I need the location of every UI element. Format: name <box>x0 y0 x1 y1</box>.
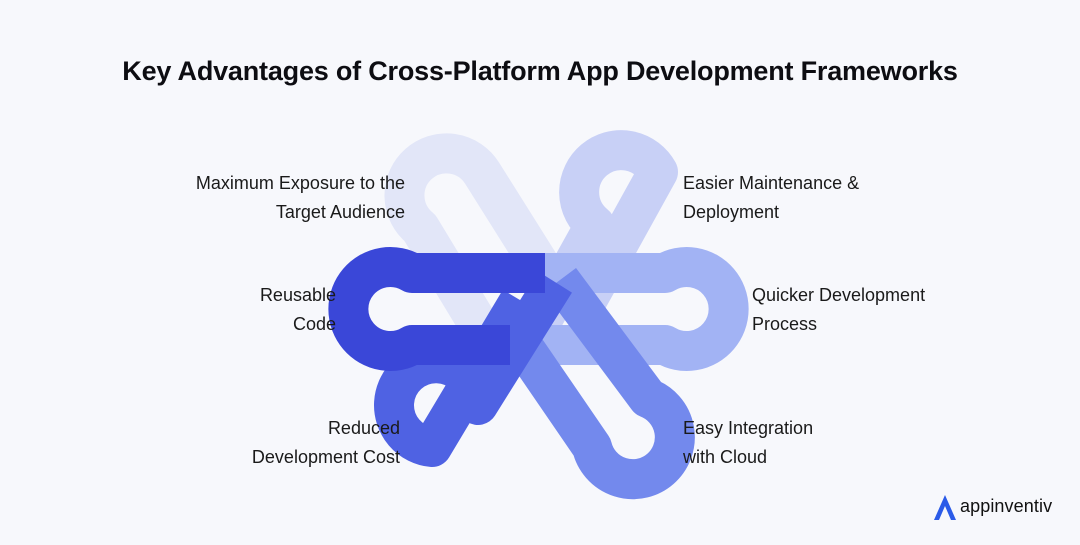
loop-quicker-development <box>540 247 749 371</box>
advantage-line: Code <box>292 314 336 334</box>
logo-text: appinventiv <box>960 496 1053 516</box>
advantage-line: Reusable <box>259 285 336 305</box>
advantage-line: Quicker Development <box>752 285 926 305</box>
advantage-line: Reduced <box>327 418 400 438</box>
advantage-line: Easier Maintenance & <box>683 173 860 193</box>
loop-easy-integration <box>488 268 695 500</box>
advantage-line: Process <box>752 314 818 334</box>
advantage-label-easier-maintenance: Easier Maintenance & Deployment <box>683 169 859 227</box>
advantage-line: Target Audience <box>275 202 405 222</box>
loop-reusable-code <box>328 247 545 371</box>
advantage-label-maximum-exposure: Maximum Exposure to the Target Audience <box>196 169 405 227</box>
advantage-line: Maximum Exposure to the <box>195 173 405 193</box>
loop-reduced-cost <box>374 271 572 467</box>
advantage-label-easy-integration: Easy Integration with Cloud <box>683 414 813 472</box>
advantage-line: with Cloud <box>683 447 768 467</box>
page-title: Key Advantages of Cross-Platform App Dev… <box>122 56 958 86</box>
advantage-label-reduced-cost: Reduced Development Cost <box>252 414 400 472</box>
advantage-label-quicker-development: Quicker Development Process <box>752 281 925 339</box>
advantage-line: Deployment <box>683 202 780 222</box>
advantage-line: Easy Integration <box>683 418 814 438</box>
appinventiv-a-icon <box>934 495 956 520</box>
advantage-line: Development Cost <box>251 447 400 467</box>
advantage-label-reusable-code: Reusable Code <box>260 281 336 339</box>
loop-maximum-exposure <box>384 133 587 371</box>
loop-easier-maintenance <box>502 130 678 370</box>
